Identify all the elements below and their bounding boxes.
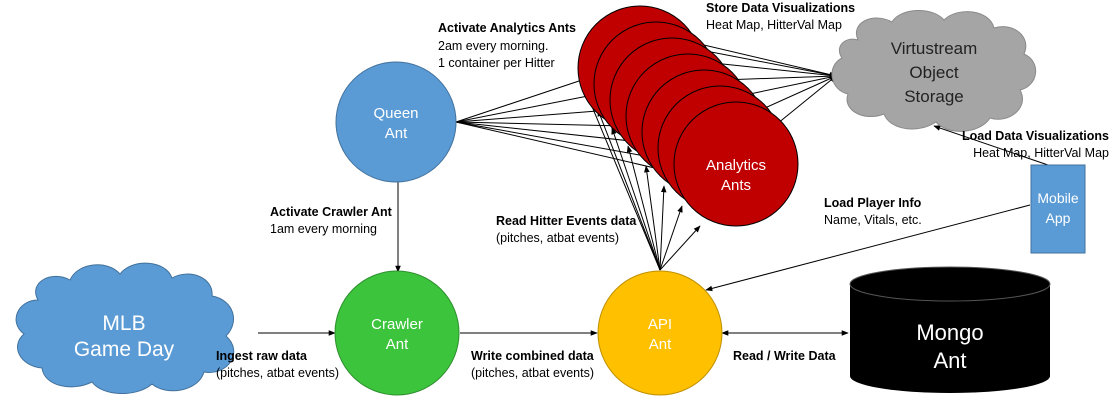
arrow-api-to-analytics-5 — [644, 165, 661, 271]
label-read-write-title: Read / Write Data — [733, 349, 837, 363]
arrow-mobile-to-api — [705, 204, 1031, 292]
mlb-cloud-shape — [15, 262, 235, 395]
label-store-viz: Store Data Visualizations Heat Map, Hitt… — [706, 1, 855, 32]
api-ant-node: API Ant — [597, 270, 723, 396]
storage-line1: Virtustream — [891, 39, 978, 58]
crawler-ant-line1: Crawler — [371, 316, 423, 333]
arrow-queen-to-analytics-7 — [455, 121, 673, 174]
label-write-combined-line1: (pitches, atbat events) — [471, 366, 594, 380]
label-load-viz-title: Load Data Visualizations — [962, 129, 1109, 143]
label-activate-analytics-line1: 2am every morning. — [438, 39, 548, 53]
label-load-viz-line1: Heat Map, HitterVal Map — [973, 146, 1109, 160]
arrow-queen-to-analytics-4 — [455, 121, 625, 129]
queen-ant-line2: Ant — [385, 125, 408, 142]
analytics-ants-line1: Analytics — [706, 157, 766, 174]
crawler-ant-circle — [334, 270, 460, 396]
label-store-viz-line1: Heat Map, HitterVal Map — [706, 18, 842, 32]
label-ingest-line1: (pitches, atbat events) — [216, 366, 339, 380]
mongo-ant-cylinder: Mongo Ant — [849, 266, 1051, 393]
arrow-queen-to-analytics-6 — [455, 121, 657, 160]
analytics-ant-circle-7 — [673, 101, 799, 227]
label-read-hitter-line1: (pitches, atbat events) — [496, 231, 619, 245]
arrow-api-to-analytics-1 — [585, 91, 661, 271]
arrow-queen-to-analytics-3 — [455, 107, 611, 123]
analytics-ants-line2: Ants — [721, 177, 751, 194]
label-load-viz: Load Data Visualizations Heat Map, Hitte… — [962, 129, 1109, 160]
storage-line2: Object — [909, 63, 958, 82]
analytics-ants-stack: Analytics Ants — [577, 5, 799, 227]
mongo-cylinder-top — [849, 266, 1051, 302]
virtustream-storage-cloud: Virtustream Object Storage — [831, 9, 1036, 132]
arrow-mobile-to-storage — [933, 125, 1049, 166]
crawler-ant-node: Crawler Ant — [334, 270, 460, 396]
arrow-analytics-to-storage-6 — [755, 75, 837, 113]
label-activate-crawler-title: Activate Crawler Ant — [270, 205, 393, 219]
arrow-api-to-analytics-2 — [597, 109, 661, 271]
arrow-analytics-to-storage-4 — [721, 73, 837, 81]
mobile-line2: App — [1046, 210, 1071, 226]
arrow-api-to-analytics-7 — [659, 205, 683, 271]
crawler-ant-line2: Ant — [386, 336, 409, 353]
label-ingest-title: Ingest raw data — [216, 349, 308, 363]
mlb-line1: MLB — [102, 312, 145, 335]
label-load-player-line1: Name, Vitals, etc. — [824, 213, 922, 227]
label-read-write: Read / Write Data — [733, 349, 837, 363]
api-ant-line2: Ant — [649, 336, 672, 353]
label-activate-crawler: Activate Crawler Ant 1am every morning — [270, 205, 393, 236]
mlb-line2: Game Day — [74, 338, 175, 361]
mobile-app-node: Mobile App — [1030, 164, 1086, 254]
arrow-analytics-to-storage-5 — [739, 74, 837, 97]
queen-ant-circle — [335, 61, 457, 183]
api-ant-line1: API — [648, 316, 672, 333]
label-read-hitter-title: Read Hitter Events data — [496, 214, 637, 228]
mongo-line2: Ant — [933, 348, 966, 373]
label-load-player-title: Load Player Info — [824, 196, 922, 210]
arrow-api-to-analytics-4 — [626, 145, 661, 271]
queen-ant-line1: Queen — [373, 105, 418, 122]
label-activate-analytics-title: Activate Analytics Ants — [438, 21, 576, 35]
queen-ant-node: Queen Ant — [335, 61, 457, 183]
label-store-viz-title: Store Data Visualizations — [706, 1, 855, 15]
mongo-line1: Mongo — [916, 320, 983, 345]
label-ingest: Ingest raw data (pitches, atbat events) — [216, 349, 339, 380]
label-activate-crawler-line1: 1am every morning — [270, 222, 377, 236]
arrow-api-to-analytics-8 — [659, 225, 701, 271]
arrow-analytics-to-storage-7 — [771, 75, 837, 129]
arrow-queen-to-analytics-1 — [455, 77, 589, 123]
mobile-app-rect — [1030, 164, 1086, 254]
mlb-game-day-cloud: MLB Game Day — [15, 262, 235, 395]
label-write-combined-title: Write combined data — [471, 349, 595, 363]
arrow-api-to-analytics-6 — [659, 185, 667, 271]
api-ant-circle — [597, 270, 723, 396]
mobile-line1: Mobile — [1037, 190, 1078, 206]
label-activate-analytics: Activate Analytics Ants 2am every mornin… — [438, 21, 576, 70]
label-activate-analytics-line2: 1 container per Hitter — [438, 56, 555, 70]
arrow-queen-to-analytics-2 — [455, 92, 599, 123]
label-load-player: Load Player Info Name, Vitals, etc. — [824, 196, 922, 227]
storage-cloud-shape — [831, 9, 1036, 132]
arrow-analytics-to-storage-3 — [703, 61, 837, 79]
arrow-api-to-analytics-3 — [611, 127, 661, 271]
label-read-hitter: Read Hitter Events data (pitches, atbat … — [496, 214, 637, 245]
storage-line3: Storage — [904, 87, 964, 106]
connection-arrows — [258, 29, 1049, 336]
label-write-combined: Write combined data (pitches, atbat even… — [471, 349, 595, 380]
